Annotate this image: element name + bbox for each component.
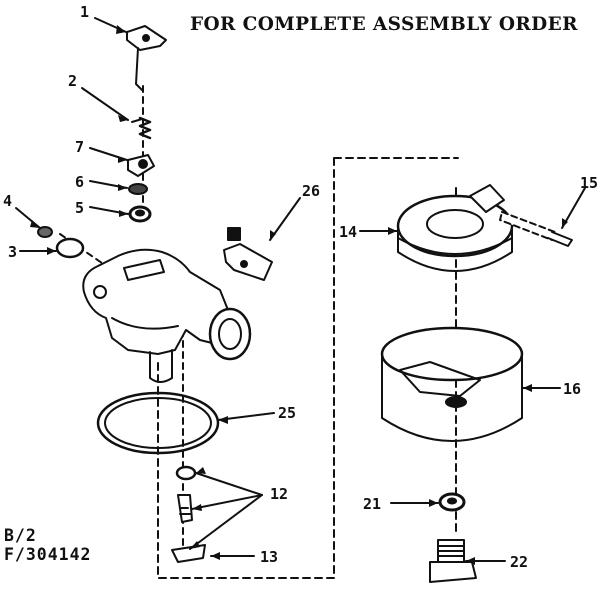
bowl-nut-part-22 (429, 539, 477, 583)
part-number-15: 15 (580, 174, 598, 192)
part-number-16: 16 (563, 380, 581, 398)
part-number-6: 6 (75, 173, 84, 191)
drawing-code-line-2: F/304142 (4, 545, 92, 564)
float-pin-part-13 (171, 544, 206, 563)
part-number-5: 5 (75, 199, 84, 217)
fitting-part-26 (223, 227, 273, 281)
part-number-26: 26 (302, 182, 320, 200)
throttle-lever-part (126, 25, 167, 91)
clip-part (127, 154, 155, 177)
part-number-22: 22 (510, 553, 528, 571)
drawing-code-line-1: B/2 (4, 526, 37, 545)
part-number-13: 13 (260, 548, 278, 566)
dashed-boundary-float-bowl (157, 157, 459, 579)
part-number-12: 12 (270, 485, 288, 503)
part-number-3: 3 (8, 243, 17, 261)
assembly-order-header: FOR COMPLETE ASSEMBLY ORDER (190, 14, 578, 35)
part-number-2: 2 (68, 72, 77, 90)
part-number-7: 7 (75, 138, 84, 156)
part-number-1: 1 (80, 3, 89, 21)
plate-part-3 (55, 237, 85, 259)
part-number-4: 4 (3, 192, 12, 210)
arrowheads (30, 25, 568, 565)
gasket-ring-part-25 (96, 391, 220, 455)
float-part-14 (396, 184, 514, 272)
needle-valve-parts-12 (175, 465, 197, 523)
part-number-25: 25 (278, 404, 296, 422)
part-number-14: 14 (339, 223, 357, 241)
screw-part-4 (37, 226, 53, 238)
float-bowl-part-16 (380, 326, 524, 442)
washer-part-6 (128, 183, 148, 195)
carburetor-body (82, 248, 252, 383)
part-number-labels: 1 2 7 6 5 4 3 26 14 15 16 25 12 21 13 22 (3, 3, 598, 571)
throttle-spring-part (131, 116, 152, 140)
part-number-21: 21 (363, 495, 381, 513)
